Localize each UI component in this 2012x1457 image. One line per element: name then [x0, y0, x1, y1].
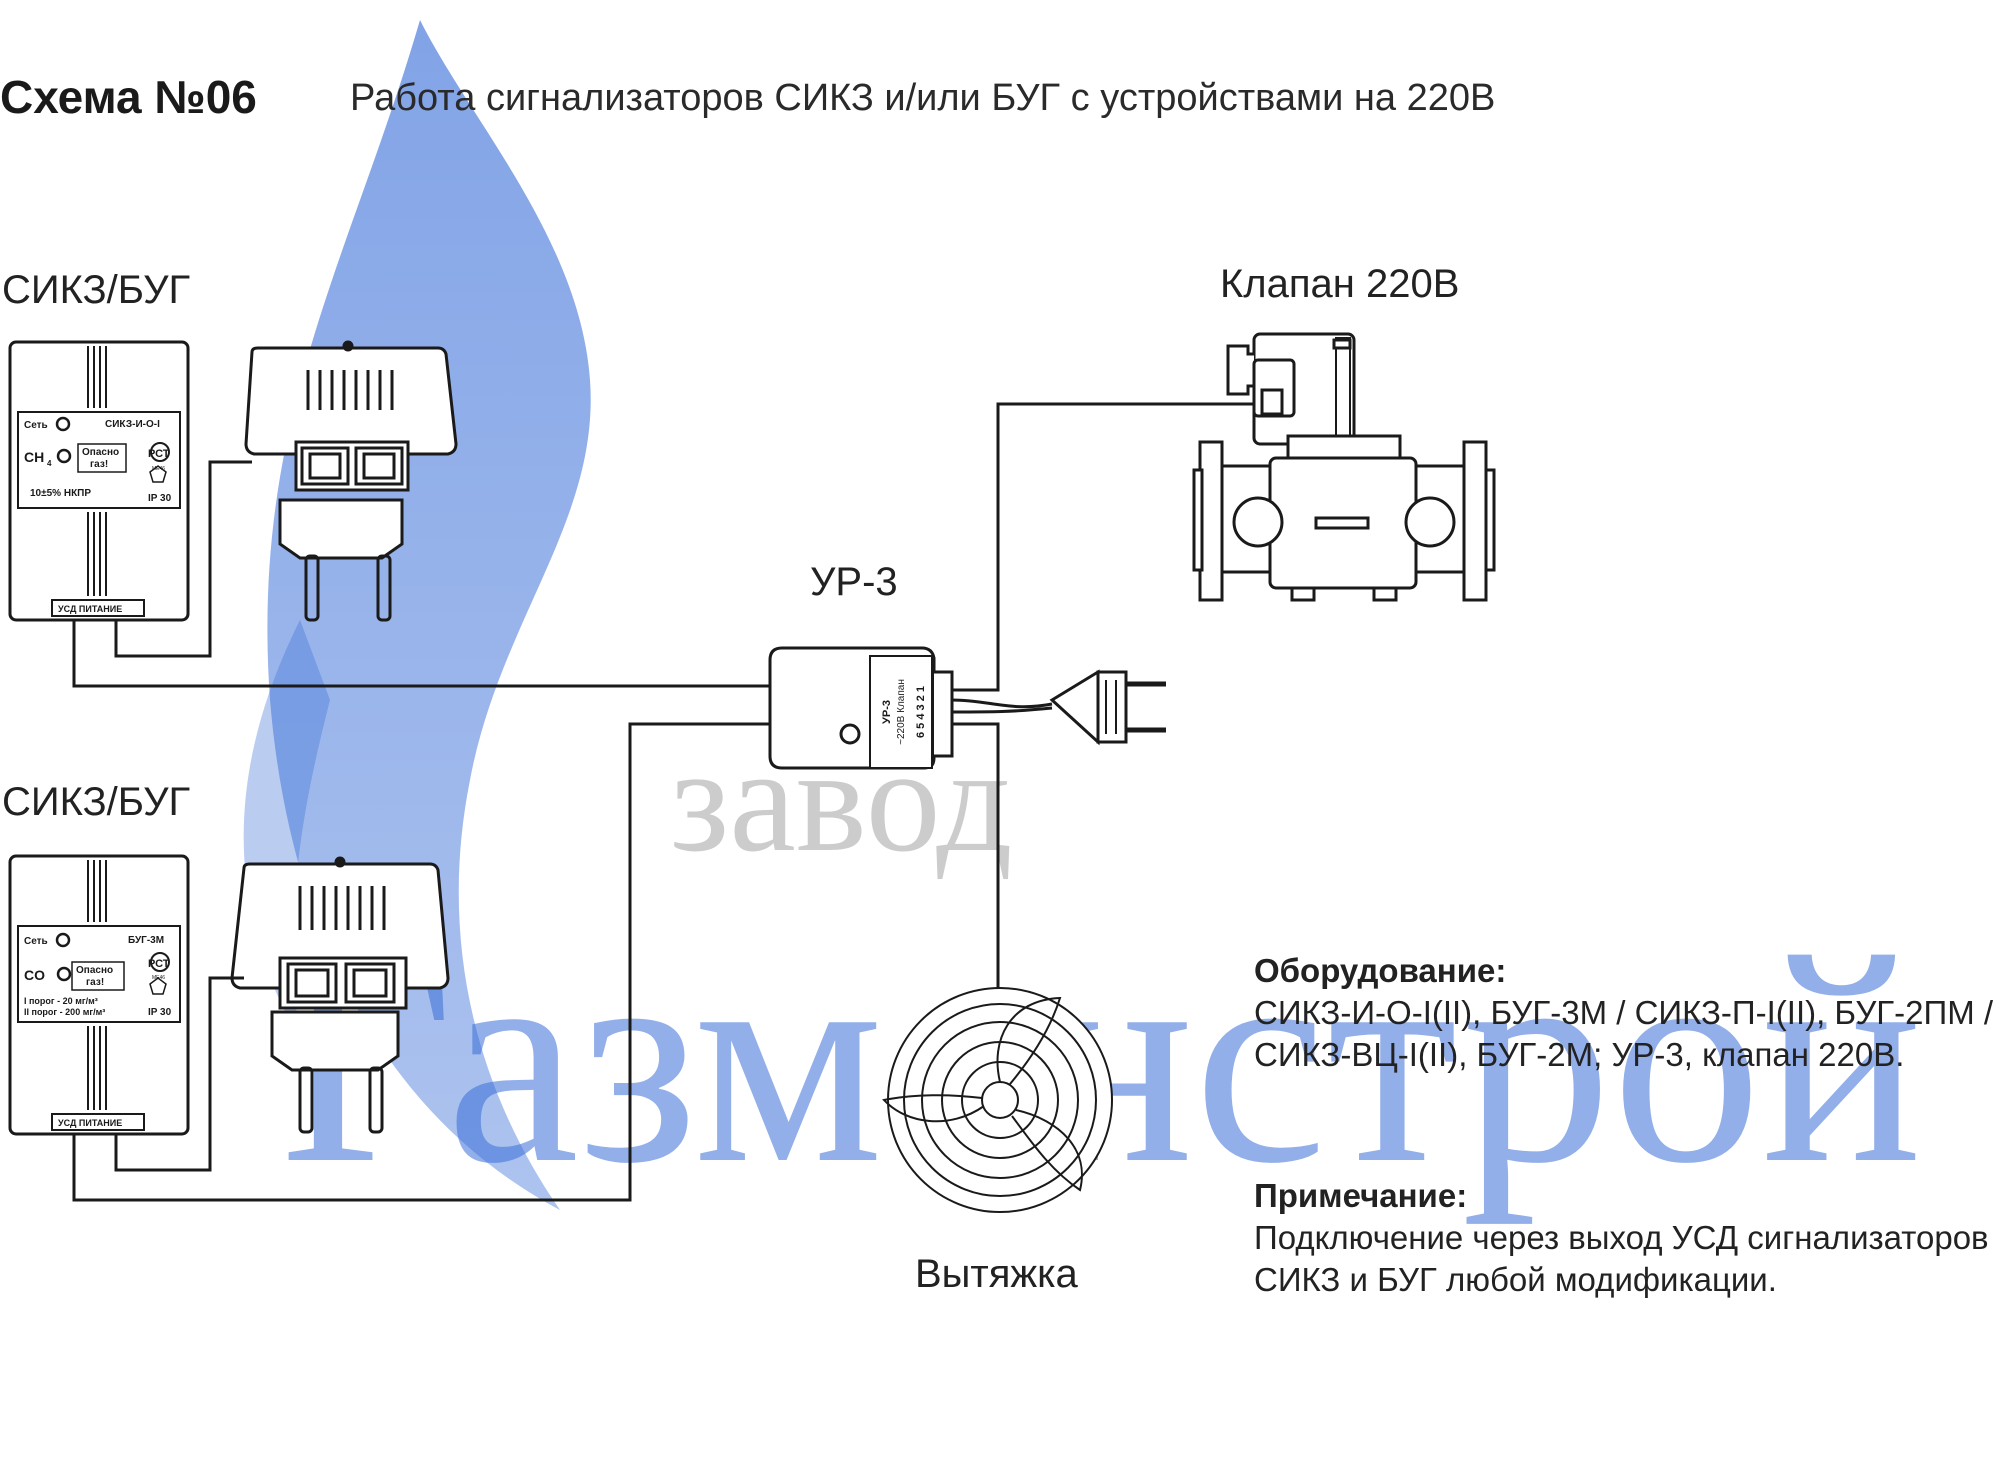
relay-panel-title: УР-3	[881, 700, 893, 724]
valve-220v	[1192, 332, 1496, 602]
detector-top	[8, 340, 190, 622]
detector-bottom-label: СИКЗ/БУГ	[2, 780, 191, 824]
exhaust-fan	[882, 987, 1113, 1213]
detector-top-ports: УСД ПИТАНИЕ	[58, 604, 122, 614]
detector-bottom-ports: УСД ПИТАНИЕ	[58, 1118, 122, 1128]
detector-bottom	[8, 854, 190, 1136]
relay-panel-terminals: 6 5 4 3 2 1	[915, 686, 927, 738]
detector-top-cert-mark: РСТ	[148, 448, 170, 460]
note-heading: Примечание:	[1254, 1177, 1468, 1214]
valve-label: Клапан 220В	[1220, 262, 1460, 306]
scheme-description: Работа сигнализаторов СИКЗ и/или БУГ с у…	[350, 77, 1496, 119]
detector-top-gas-sub: 4	[47, 459, 52, 468]
detector-top-label: СИКЗ/БУГ	[2, 268, 191, 312]
equipment-section: Оборудование: СИКЗ-И-О-I(II), БУГ-3М / С…	[1254, 950, 1994, 1076]
detector-bottom-net-label: Сеть	[24, 936, 48, 947]
detector-top-cert: МЕ46	[152, 466, 165, 472]
detector-top-model: СИКЗ-И-О-I	[105, 419, 160, 430]
note-section: Примечание: Подключение через выход УСД …	[1254, 1175, 1994, 1301]
scheme-number: Схема №06	[0, 71, 257, 123]
wires	[72, 402, 1254, 1202]
fan-label: Вытяжка	[915, 1252, 1078, 1296]
detector-top-danger-2: газ!	[90, 459, 108, 470]
detector-bottom-danger-1: Опасно	[76, 965, 113, 976]
detector-top-ip: IP 30	[148, 493, 172, 504]
detector-bottom-threshold-1: I порог - 20 мг/м³	[24, 996, 98, 1006]
relay-ur3	[768, 646, 954, 770]
relay-panel-subtitle: ~220В Клапан	[896, 679, 907, 745]
equipment-text: СИКЗ-И-О-I(II), БУГ-3М / СИКЗ-П-I(II), Б…	[1254, 994, 1994, 1073]
detector-top-range: 10±5% НКПР	[30, 488, 91, 499]
detector-bottom-danger-2: газ!	[86, 977, 104, 988]
detector-bottom-threshold-2: II порог - 200 мг/м³	[24, 1007, 105, 1017]
detector-bottom-gas: CO	[24, 967, 45, 983]
relay-label: УР-3	[810, 560, 898, 604]
power-adapter-top	[244, 340, 458, 622]
detector-top-net-label: Сеть	[24, 420, 48, 431]
power-adapter-bottom	[230, 856, 450, 1134]
mains-plug	[1049, 669, 1166, 746]
equipment-heading: Оборудование:	[1254, 952, 1507, 989]
detector-bottom-ip: IP 30	[148, 1007, 172, 1018]
detector-bottom-cert-mark: РСТ	[148, 958, 170, 970]
detector-top-danger-1: Опасно	[82, 447, 119, 458]
detector-bottom-cert: МЕ46	[152, 975, 165, 981]
note-text: Подключение через выход УСД сигнализатор…	[1254, 1219, 1989, 1298]
detector-bottom-model: БУГ-3М	[128, 935, 164, 946]
detector-top-gas: CH	[24, 449, 44, 465]
